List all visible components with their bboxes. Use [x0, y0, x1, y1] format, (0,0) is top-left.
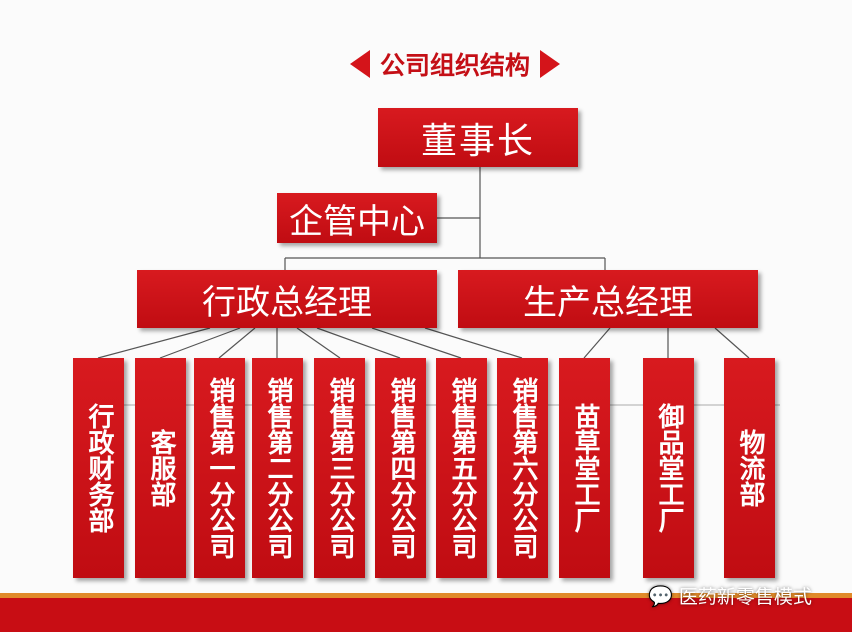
dept-logistics: 物流部 — [724, 358, 775, 578]
chairman-box: 董事长 — [378, 108, 578, 167]
dept-sales-4: 销售第四分公司 — [375, 358, 426, 578]
watermark: 💬 医药新零售模式 — [648, 582, 812, 609]
production-gm-box: 生产总经理 — [458, 270, 758, 328]
dept-sales-2: 销售第二分公司 — [252, 358, 303, 578]
chart-title: 公司组织结构 — [330, 44, 580, 84]
watermark-text: 医药新零售模式 — [678, 586, 812, 608]
footer-accent-line — [0, 593, 852, 598]
title-text: 公司组织结构 — [379, 51, 530, 80]
left-arrow-icon — [349, 50, 370, 78]
right-arrow-icon — [540, 50, 560, 78]
dept-customer-service: 客服部 — [135, 358, 186, 578]
dept-sales-6: 销售第六分公司 — [497, 358, 548, 578]
dept-admin-finance: 行政财务部 — [73, 358, 124, 578]
management-center-box: 企管中心 — [277, 193, 437, 243]
dept-sales-3: 销售第三分公司 — [314, 358, 365, 578]
wechat-icon: 💬 — [648, 583, 673, 608]
footer-bar — [0, 598, 852, 632]
dept-sales-1: 销售第一分公司 — [194, 358, 245, 578]
dept-yupintang-factory: 御品堂工厂 — [643, 358, 694, 578]
admin-gm-box: 行政总经理 — [137, 270, 437, 328]
dept-sales-5: 销售第五分公司 — [436, 358, 487, 578]
dept-miaocaotang-factory: 苗草堂工厂 — [559, 358, 610, 578]
